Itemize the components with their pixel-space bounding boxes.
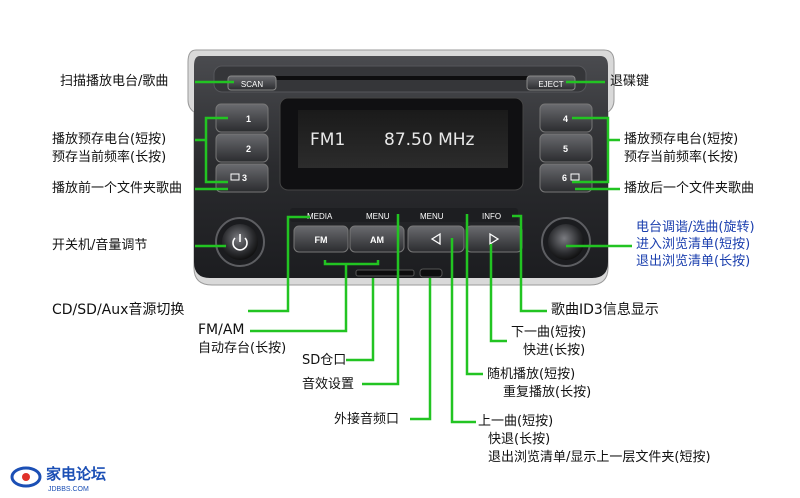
- label-fmam-1: FM/AM: [198, 322, 245, 338]
- scan-button-label: SCAN: [241, 80, 263, 89]
- display-screen: [298, 110, 508, 168]
- label-power: 开关机/音量调节: [52, 238, 148, 253]
- label-id3: 歌曲ID3信息显示: [551, 302, 659, 318]
- logo-swoosh-icon: [10, 466, 42, 488]
- menu-sub-label[interactable]: MENU: [420, 212, 444, 221]
- preset-button-2[interactable]: 2: [215, 133, 269, 163]
- callout-lines: [195, 80, 632, 424]
- label-random-2: 重复播放(长按): [503, 385, 592, 400]
- label-next-2: 快进(长按): [523, 343, 586, 358]
- label-tune-3: 退出浏览清单(长按): [636, 254, 751, 269]
- label-sd-slot: SD仓口: [302, 353, 347, 368]
- label-prev-2: 快退(长按): [488, 432, 551, 447]
- am-button[interactable]: AM: [349, 225, 405, 253]
- label-preset-right-1: 播放预存电台(短按): [624, 132, 739, 147]
- display-frequency: 87.50 MHz: [384, 130, 475, 150]
- preset-6-label: 6: [562, 173, 567, 183]
- preset-button-4[interactable]: 4: [539, 103, 593, 133]
- am-button-label: AM: [370, 235, 384, 245]
- label-prev-1: 上一曲(短按): [478, 414, 554, 429]
- aux-in-port[interactable]: [419, 268, 443, 278]
- media-button-label[interactable]: MEDIA: [307, 212, 333, 221]
- label-preset-left-1: 播放预存电台(短按): [52, 132, 167, 147]
- preset-5-label: 5: [563, 144, 568, 154]
- label-eject: 退碟键: [610, 74, 650, 89]
- logo-dot-icon: [22, 473, 30, 481]
- tune-knob[interactable]: [541, 217, 591, 267]
- label-media-source: CD/SD/Aux音源切换: [52, 302, 185, 318]
- folder-prev-icon: [230, 173, 240, 181]
- next-track-button[interactable]: [465, 225, 523, 253]
- sd-slot[interactable]: [355, 269, 415, 277]
- prev-track-button[interactable]: [407, 225, 465, 253]
- label-scan: 扫描播放电台/歌曲: [60, 74, 169, 89]
- label-tune-2: 进入浏览清单(短按): [636, 237, 751, 252]
- logo-url: JDBBS.COM: [48, 486, 89, 493]
- label-aux-in: 外接音频口: [334, 412, 400, 427]
- label-preset-left-2: 预存当前频率(长按): [52, 150, 167, 165]
- prev-arrow-icon: [430, 232, 441, 246]
- folder-next-icon: [570, 173, 580, 181]
- info-button-label[interactable]: INFO: [482, 212, 501, 221]
- power-icon: [232, 237, 248, 251]
- label-sound: 音效设置: [302, 377, 355, 392]
- label-next-1: 下一曲(短按): [511, 325, 587, 340]
- preset-1-label: 1: [246, 114, 251, 124]
- site-logo: 家电论坛 JDBBS.COM: [10, 465, 106, 493]
- label-prev-3: 退出浏览清单/显示上一层文件夹(短按): [488, 450, 711, 465]
- eject-button-label: EJECT: [538, 80, 563, 89]
- menu-button-label[interactable]: MENU: [366, 212, 390, 221]
- power-volume-knob[interactable]: [215, 217, 265, 267]
- function-strip: [290, 208, 518, 222]
- scan-button[interactable]: SCAN: [227, 75, 277, 91]
- fm-button-label: FM: [315, 235, 328, 245]
- label-preset-right-2: 预存当前频率(长按): [624, 150, 739, 165]
- label-next-folder: 播放后一个文件夹歌曲: [624, 181, 755, 196]
- fm-button[interactable]: FM: [293, 225, 349, 253]
- label-random-1: 随机播放(短按): [487, 367, 576, 382]
- label-tune-1: 电台调谐/选曲(旋转): [636, 220, 755, 235]
- preset-4-label: 4: [563, 114, 568, 124]
- next-arrow-icon: [489, 232, 500, 246]
- preset-button-3[interactable]: 3: [215, 163, 269, 193]
- preset-3-label: 3: [242, 173, 247, 183]
- preset-2-label: 2: [246, 144, 251, 154]
- label-prev-folder: 播放前一个文件夹歌曲: [52, 181, 183, 196]
- display-band: FM1: [310, 130, 345, 150]
- preset-button-5[interactable]: 5: [539, 133, 593, 163]
- cd-slot[interactable]: [270, 76, 532, 80]
- logo-name: 家电论坛: [46, 465, 106, 483]
- label-fmam-2: 自动存台(长按): [198, 341, 287, 356]
- preset-button-6[interactable]: 6: [539, 163, 593, 193]
